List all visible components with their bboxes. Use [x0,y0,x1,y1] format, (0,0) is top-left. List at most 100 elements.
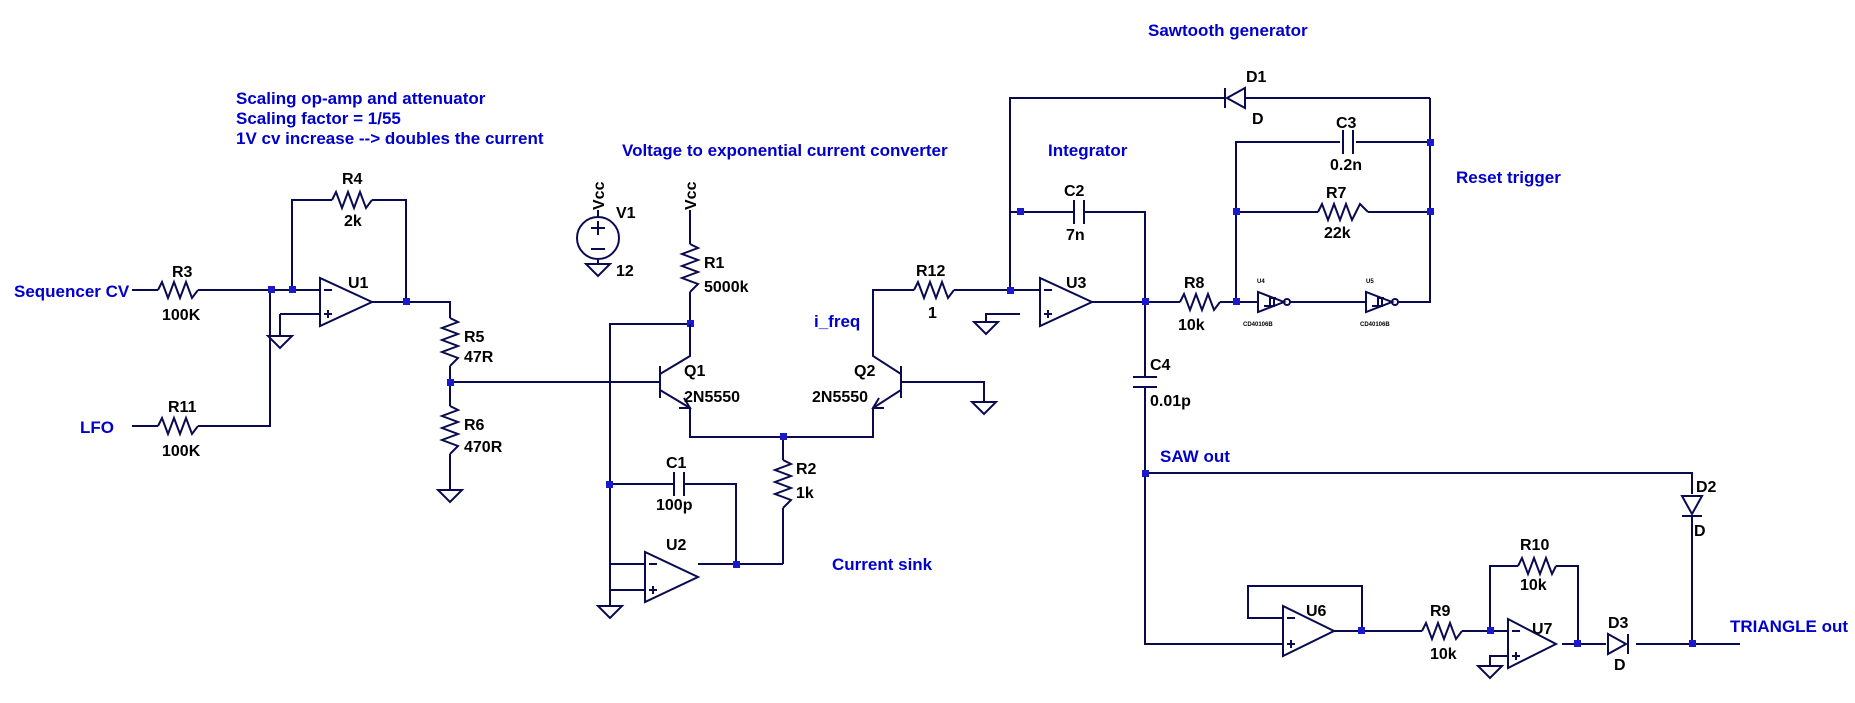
resistor-r8 [1179,291,1221,313]
label-i-freq: i_freq [814,312,860,331]
r12-value: 1 [928,305,937,322]
r7-value: 22k [1324,225,1351,242]
r8-ref: R8 [1184,275,1205,292]
label-sequencer-cv: Sequencer CV [14,282,130,301]
c4-value: 0.01p [1150,393,1191,410]
vcc-label-r1: Vcc [683,181,700,210]
r2-ref: R2 [796,461,817,478]
c2-ref: C2 [1064,183,1085,200]
resistor-r6 [439,405,461,455]
diodes [1224,86,1704,656]
r11-ref: R11 [168,399,197,416]
u1-ref: U1 [348,275,369,292]
label-current-sink: Current sink [832,555,933,574]
d1-value: D [1252,111,1264,128]
c3-value: 0.2n [1330,157,1362,174]
r1-value: 5000k [704,279,749,296]
u7-ref: U7 [1532,621,1553,638]
schmitt-inverters [1257,290,1399,314]
u6-ref: U6 [1306,603,1327,620]
component-labels: R3 100K R11 100K R4 2k U1 R5 47R R6 470R… [162,69,1717,674]
r9-value: 10k [1430,646,1457,663]
resistor-r2 [772,459,794,509]
c1-ref: C1 [666,455,687,472]
transistor-q2 [871,350,908,414]
opamp-u1 [319,276,375,328]
d1-ref: D1 [1246,69,1267,86]
q2-ref: Q2 [854,363,875,380]
capacitor-c4 [1133,372,1157,392]
q1-value: 2N5550 [684,389,740,406]
resistors [157,189,1557,642]
r2-value: 1k [796,485,814,502]
u4-ref: U4 [1257,279,1265,285]
r5-value: 47R [464,349,494,366]
label-triangle-out: TRIANGLE out [1730,617,1848,636]
ground-icon [595,605,625,620]
r8-value: 10k [1178,317,1205,334]
u4-value: CD40106B [1243,322,1273,328]
opamp-u6 [1282,604,1337,658]
capacitor-c3 [1342,130,1354,154]
label-sawtooth-generator: Sawtooth generator [1148,21,1308,40]
d2-value: D [1694,523,1706,540]
d2-ref: D2 [1696,479,1717,496]
opamp-u7 [1507,617,1559,670]
r3-ref: R3 [172,264,193,281]
ground-icon [583,263,613,278]
junctions [268,139,1696,647]
r12-ref: R12 [916,263,945,280]
r3-value: 100K [162,307,201,324]
resistor-r4 [331,189,373,211]
resistor-r11 [157,415,199,437]
resistor-r1 [679,243,701,293]
resistor-r3 [157,279,199,301]
label-lfo: LFO [80,418,114,437]
resistor-r12 [913,279,955,301]
r9-ref: R9 [1430,603,1451,620]
ground-icon [971,321,1001,336]
inverter-u5 [1365,290,1399,314]
c3-ref: C3 [1336,115,1357,132]
ground-icon [265,335,295,350]
r6-value: 470R [464,439,503,456]
ground-icon [1475,665,1505,680]
label-scaling-line3: 1V cv increase --> doubles the current [236,129,544,148]
c1-value: 100p [656,497,693,514]
resistor-r5 [439,317,461,367]
v1-value: 12 [616,263,634,280]
r10-ref: R10 [1520,537,1549,554]
r11-value: 100K [162,443,201,460]
label-reset-trigger: Reset trigger [1456,168,1561,187]
v1-ref: V1 [616,205,636,222]
diode-d2 [1680,495,1704,517]
c2-value: 7n [1066,227,1085,244]
r4-value: 2k [344,213,362,230]
d3-ref: D3 [1608,615,1629,632]
inverter-u4 [1257,290,1291,314]
resistor-r10 [1517,555,1557,577]
u2-ref: U2 [666,537,687,554]
r5-ref: R5 [464,329,485,346]
r1-ref: R1 [704,255,725,272]
u5-ref: U5 [1366,279,1374,285]
q1-ref: Q1 [684,363,705,380]
capacitors [666,130,1354,496]
resistor-r9 [1421,620,1463,642]
u5-value: CD40106B [1360,322,1390,328]
label-saw-out: SAW out [1160,447,1230,466]
transistors [653,324,908,414]
capacitor-c1 [666,472,692,496]
q2-value: 2N5550 [812,389,868,406]
r10-value: 10k [1520,577,1547,594]
diode-d3 [1607,632,1629,656]
transistor-q1 [653,324,692,414]
diode-d1 [1224,86,1246,110]
ground-icon [435,489,465,504]
opamp-u2 [644,550,701,604]
r4-ref: R4 [342,171,363,188]
voltage-source-v1 [576,210,620,264]
grounds [265,263,1505,680]
capacitor-c2 [1070,200,1088,224]
